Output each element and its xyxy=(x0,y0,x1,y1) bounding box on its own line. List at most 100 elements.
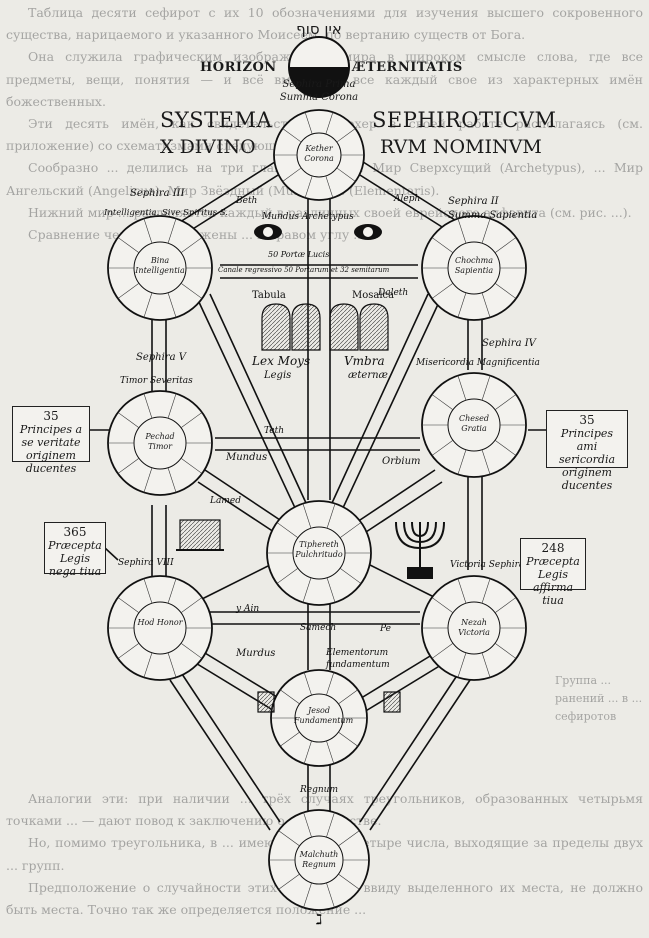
ring-spoke xyxy=(117,458,140,474)
malchuth-name: Malchuth Regnum xyxy=(299,850,339,869)
ring-spoke xyxy=(276,522,299,538)
ring-spoke xyxy=(180,458,203,474)
ring-spoke xyxy=(143,467,153,493)
ring-spoke xyxy=(457,218,467,244)
ring-spoke xyxy=(167,393,177,419)
box-text: Principes a se veritate originem ducente… xyxy=(19,423,83,475)
ark-icon xyxy=(176,519,224,551)
jesod-name: Jesod Fundamentum xyxy=(294,706,354,725)
ring-spoke xyxy=(326,740,335,764)
porta-lucis-label: 50 Portæ Lucis xyxy=(268,250,330,259)
beth-label: Beth xyxy=(236,196,258,206)
ring-spoke xyxy=(431,643,454,659)
ring-spoke xyxy=(278,830,300,847)
canale-label: Canale regressivo 50 Portarum et 32 semi… xyxy=(218,266,390,274)
ring-spoke xyxy=(303,740,312,764)
ring-spoke xyxy=(481,292,491,318)
mosaica-label: Mosaica xyxy=(352,290,395,301)
summa-corona-label: Summa Corona xyxy=(279,92,359,103)
ring-spoke xyxy=(494,440,517,456)
pe-label: Pe xyxy=(380,624,391,634)
ring-spoke xyxy=(431,237,454,253)
ring-spoke xyxy=(180,597,203,613)
kether-name: Kether Corona xyxy=(304,144,334,163)
murdus-label: Murdus xyxy=(236,648,276,659)
ring-spoke xyxy=(457,375,467,401)
hod-name: Hod Honor xyxy=(137,618,183,627)
ring-spoke xyxy=(326,503,336,529)
ring-spoke xyxy=(143,292,153,318)
box-number: 35 xyxy=(43,409,59,423)
summa-sapientia-label: Summa Sapientia xyxy=(448,210,538,221)
timor-label: Timor Severitas xyxy=(120,376,193,386)
ring-spoke xyxy=(338,873,360,890)
bina-name: Bina Intelligentia xyxy=(135,256,185,275)
ring-spoke xyxy=(117,237,140,253)
ring-spoke xyxy=(180,412,203,428)
pechad-name: Pechad Timor xyxy=(145,432,175,451)
fundamentum-label: fundamentum xyxy=(326,660,390,670)
tablets-of-law xyxy=(261,303,389,351)
ring-spoke xyxy=(303,882,312,908)
ring-spoke xyxy=(167,292,177,318)
ring-spoke xyxy=(143,218,153,244)
hebrew-ain-soph: אין סוף xyxy=(296,20,342,38)
ring-spoke xyxy=(336,167,356,182)
principes-left-box: 35 Principes a se veritate originem duce… xyxy=(12,406,90,475)
principes-right-box: 35 Principes ami sericordia originem duc… xyxy=(546,410,628,492)
ring-spoke xyxy=(282,167,302,182)
ring-spoke xyxy=(481,218,491,244)
title-sephiroticum: SEPHIROTICVM xyxy=(372,108,557,132)
sephira-ii-label: Sephira II xyxy=(448,196,499,207)
sephiroth xyxy=(107,109,527,911)
sephira-viii-label: Sephira VIII xyxy=(118,558,174,568)
ring-spoke xyxy=(180,283,203,299)
ring-spoke xyxy=(457,578,467,604)
ring-spoke xyxy=(278,873,300,890)
ring-spoke xyxy=(326,577,336,603)
ring-spoke xyxy=(167,578,177,604)
ring-spoke xyxy=(167,652,177,678)
ring-spoke xyxy=(431,283,454,299)
chochma-name: Chochma Sapientia xyxy=(454,256,494,275)
ring-spoke xyxy=(276,568,299,584)
paragraph: Таблица десяти сефирот с их 10 обозначен… xyxy=(6,5,643,43)
ring-spoke xyxy=(339,522,362,538)
box-number: 248 xyxy=(541,541,565,555)
ring-spoke xyxy=(143,652,153,678)
ring-spoke xyxy=(326,672,335,696)
side-fragment: Группа ... ранений ... в ... сефиротов xyxy=(555,674,643,723)
misericordia-label: Misericordia Magnificentia xyxy=(416,358,540,368)
ring-spoke xyxy=(339,568,362,584)
ring-spoke xyxy=(143,578,153,604)
praecepta-negativa-box: 365 Præcepta Legis nega tiua xyxy=(44,522,106,578)
samech-label: Samech xyxy=(300,623,337,633)
box-text: Præcepta Legis affirma tiua xyxy=(526,555,580,607)
victoria-label: Victoria Sephira VII xyxy=(450,560,541,570)
cherubim-icon xyxy=(254,224,382,240)
tabula-label: Tabula xyxy=(252,290,286,301)
ring-spoke xyxy=(303,672,312,696)
aeternae-label: æternæ xyxy=(348,370,388,381)
ring-spoke xyxy=(457,449,467,475)
umbra-label: Vmbra xyxy=(344,354,385,368)
horizon-label: HORIZON xyxy=(200,60,277,75)
lamed-label: Lamed xyxy=(210,496,241,506)
ring-spoke xyxy=(457,652,467,678)
sephira-iii-label: Sephira III xyxy=(130,188,185,199)
mundus-archetypus-label: Mundus Archetypus xyxy=(262,212,354,222)
ring-spoke xyxy=(338,689,359,705)
title-systema: SYSTEMA xyxy=(160,108,273,132)
ring-spoke xyxy=(494,597,517,613)
chesed-name: Chesed Gratia xyxy=(459,414,489,433)
menorah-icon xyxy=(395,521,445,579)
regnum-label: Regnum xyxy=(300,785,338,795)
orbium-label: Orbium xyxy=(382,456,421,467)
nezah-name: Nezah Victoria xyxy=(458,618,490,637)
ring-spoke xyxy=(338,731,359,747)
ring-spoke xyxy=(279,731,300,747)
aleph-label: Aleph xyxy=(394,194,421,204)
ring-spoke xyxy=(431,440,454,456)
ring-spoke xyxy=(180,643,203,659)
title-x-divino: X DIVINO xyxy=(160,136,256,158)
